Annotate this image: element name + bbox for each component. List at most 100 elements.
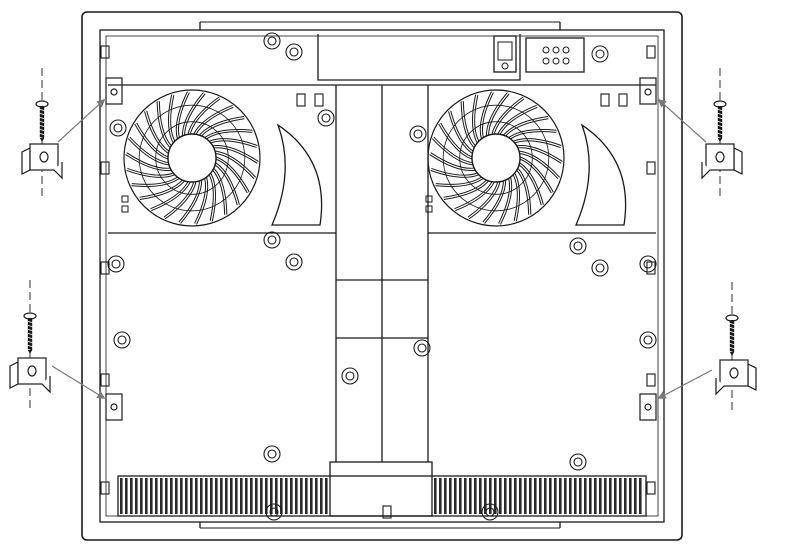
vent-slot xyxy=(200,478,203,514)
vent-slot xyxy=(559,478,562,514)
edge-clip xyxy=(100,261,110,275)
edge-clip xyxy=(646,161,656,175)
vent-slot xyxy=(499,478,502,514)
screw-icon xyxy=(35,100,49,142)
vent-slot xyxy=(629,478,632,514)
vent-slot xyxy=(180,478,183,514)
vent-slot xyxy=(549,478,552,514)
vent-slot xyxy=(155,478,158,514)
fixing-kit-bottom-left xyxy=(9,280,51,410)
vent-slot xyxy=(190,478,193,514)
edge-clips xyxy=(100,45,656,519)
vent-slot xyxy=(130,478,133,514)
vent-slot xyxy=(524,478,527,514)
edge-clip xyxy=(646,261,656,275)
mounting-boss xyxy=(113,331,131,349)
edge-clip xyxy=(600,93,610,107)
vent-slot xyxy=(604,478,607,514)
ventilation-grille xyxy=(120,478,642,514)
mounting-boss xyxy=(285,43,303,61)
fan-icon xyxy=(425,89,565,227)
cooling-fan-left xyxy=(121,89,323,227)
vent-slot xyxy=(220,478,223,514)
mounting-boss xyxy=(639,331,657,349)
vent-slot xyxy=(614,478,617,514)
mounting-point-top-left xyxy=(105,77,123,105)
vent-slot xyxy=(140,478,143,514)
bracket-clip-icon xyxy=(701,143,743,180)
vent-slot xyxy=(300,478,303,514)
mounting-point-top-right xyxy=(639,77,657,105)
vent-slot xyxy=(534,478,537,514)
vent-slot xyxy=(305,478,308,514)
mounting-boss xyxy=(481,503,499,521)
mounting-point-bottom-right xyxy=(639,393,657,421)
mounting-boss xyxy=(317,109,335,127)
vent-slot xyxy=(434,478,437,514)
vent-slot xyxy=(195,478,198,514)
vent-slot xyxy=(270,478,273,514)
vent-slot xyxy=(320,478,323,514)
vent-slot xyxy=(280,478,283,514)
vent-slot xyxy=(210,478,213,514)
fixing-kit-bottom-right xyxy=(715,282,757,412)
mounting-boss xyxy=(263,32,281,50)
vent-slot xyxy=(594,478,597,514)
edge-clip xyxy=(618,93,628,107)
vent-slot xyxy=(574,478,577,514)
vent-slot xyxy=(489,478,492,514)
vent-slot xyxy=(444,478,447,514)
control-box-details xyxy=(497,41,609,70)
mounting-boss xyxy=(263,445,281,463)
arrow-icon xyxy=(51,365,106,399)
edge-clip xyxy=(314,93,324,107)
fixing-kit-top-left xyxy=(21,68,63,196)
glass-plate-outline xyxy=(81,11,683,541)
vent-slot xyxy=(519,478,522,514)
arrow-icon xyxy=(657,369,713,399)
vent-slot xyxy=(205,478,208,514)
bracket-clip-icon xyxy=(715,359,757,396)
bracket-clip-icon xyxy=(9,357,51,394)
mounting-bosses xyxy=(107,32,657,521)
vent-slot xyxy=(464,478,467,514)
vent-slot xyxy=(165,478,168,514)
screw-icon xyxy=(713,100,727,142)
edge-clip xyxy=(646,45,656,59)
fan-blade xyxy=(518,162,544,206)
mounting-boss xyxy=(285,253,303,271)
mounting-boss xyxy=(109,119,127,137)
vent-slot xyxy=(325,478,328,514)
vent-slot xyxy=(639,478,642,514)
edge-clip xyxy=(296,93,306,107)
vent-slot xyxy=(459,478,462,514)
vent-slot xyxy=(624,478,627,514)
vent-slot xyxy=(240,478,243,514)
vent-slot xyxy=(230,478,233,514)
vent-slot xyxy=(215,478,218,514)
vent-slot xyxy=(175,478,178,514)
vent-slot xyxy=(564,478,567,514)
vent-slot xyxy=(185,478,188,514)
edge-clip xyxy=(382,505,392,519)
mounting-boss xyxy=(409,125,427,143)
edge-clip xyxy=(100,373,110,387)
vent-slot xyxy=(120,478,123,514)
vent-slot xyxy=(160,478,163,514)
vent-slot xyxy=(449,478,452,514)
vent-slot xyxy=(170,478,173,514)
vent-slot xyxy=(250,478,253,514)
edge-clip xyxy=(100,481,110,495)
vent-slot xyxy=(514,478,517,514)
housing xyxy=(99,21,665,529)
vent-slot xyxy=(554,478,557,514)
fan-blade xyxy=(214,162,240,206)
mounting-boss xyxy=(639,255,657,273)
vent-slot xyxy=(125,478,128,514)
vent-slot xyxy=(135,478,138,514)
vent-slot xyxy=(255,478,258,514)
mounting-boss xyxy=(413,339,431,357)
vent-slot xyxy=(315,478,318,514)
mounting-boss xyxy=(569,453,587,471)
vent-slot xyxy=(589,478,592,514)
